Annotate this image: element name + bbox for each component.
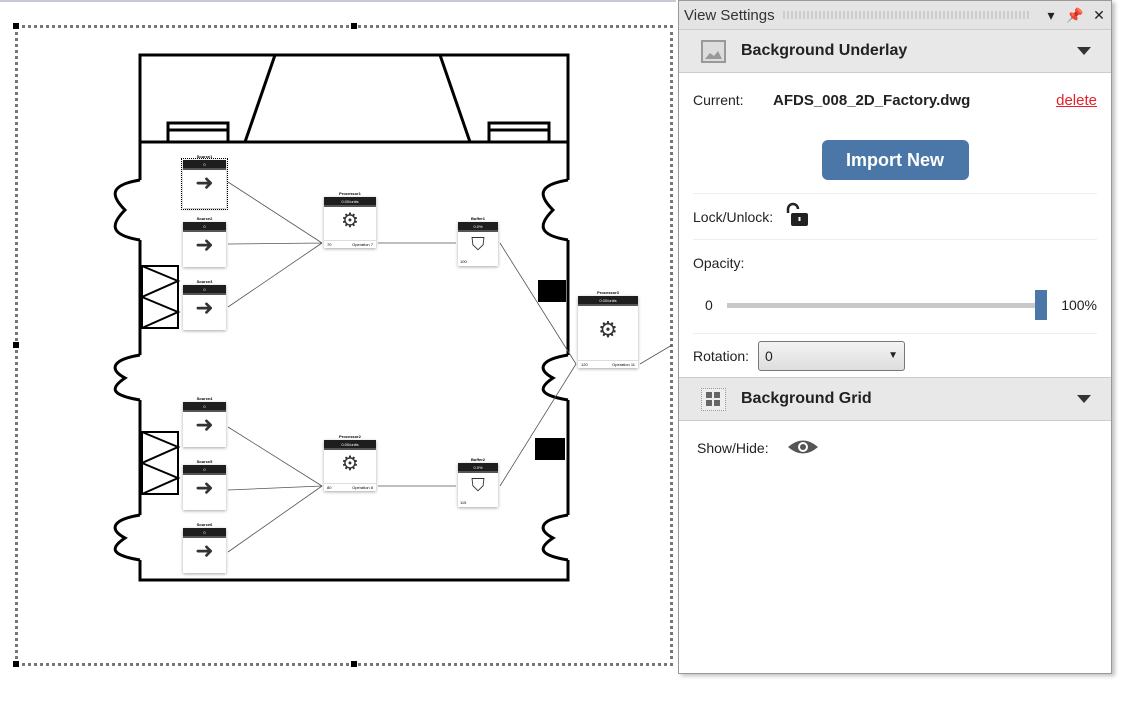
slider-thumb[interactable]: [1035, 290, 1048, 320]
node-fill: 0.0%: [458, 463, 498, 473]
background-grid-header[interactable]: Background Grid: [679, 377, 1111, 421]
arrow-right-icon: ➜: [195, 170, 214, 195]
rotation-select[interactable]: 0▼: [758, 340, 906, 371]
basket-icon: ⛉: [471, 475, 485, 495]
node-title: Source4: [196, 396, 213, 401]
node-count: 80: [327, 485, 332, 490]
node-title: Source5: [196, 459, 213, 464]
collapse-arrow-icon[interactable]: [1077, 47, 1091, 55]
node-rate: 0.00/units: [324, 197, 376, 207]
node-capacity: 100: [460, 259, 467, 264]
dropdown-icon[interactable]: ▾: [1047, 6, 1055, 23]
divider: [693, 333, 1097, 334]
node-value: 0: [183, 285, 226, 295]
eye-icon[interactable]: [787, 438, 819, 459]
section-title: Background Underlay: [741, 42, 908, 59]
close-icon[interactable]: ✕: [1093, 6, 1105, 23]
arrow-right-icon: ➜: [195, 538, 214, 563]
basket-icon: ⛉: [471, 234, 485, 254]
node-title: Buffer1: [470, 216, 485, 221]
factory-floor-plan: [113, 53, 673, 582]
node-rate: 0.00/units: [578, 296, 638, 306]
resize-handle[interactable]: [13, 23, 19, 29]
node-capacity: 115: [460, 500, 467, 505]
current-label: Current:: [693, 92, 744, 108]
node-value: 0: [183, 402, 226, 412]
node-operation: Operation 8: [352, 485, 373, 490]
image-icon: [701, 39, 726, 63]
node-title: Processor3: [597, 290, 619, 295]
arrow-right-icon: ➜: [195, 475, 214, 500]
node-value: 0: [183, 222, 226, 232]
current-file-name: AFDS_008_2D_Factory.dwg: [773, 91, 971, 109]
node-operation: Operation 7: [352, 242, 373, 247]
top-border: [0, 0, 676, 2]
arrow-right-icon: ➜: [195, 412, 214, 437]
opacity-label: Opacity:: [693, 254, 745, 271]
node-value: 0: [183, 465, 226, 475]
arrow-right-icon: ➜: [195, 232, 214, 257]
show-hide-label: Show/Hide:: [697, 440, 769, 456]
node-title: Buffer2: [470, 457, 485, 462]
node-title: Source2: [196, 216, 213, 221]
rotation-value: 0: [765, 347, 773, 364]
opacity-max: 100%: [1061, 297, 1097, 313]
lock-label: Lock/Unlock:: [693, 208, 774, 225]
gears-icon: ⚙: [598, 317, 618, 342]
drag-grip[interactable]: [782, 11, 1031, 19]
collapse-arrow-icon[interactable]: [1077, 395, 1091, 403]
opacity-min: 0: [705, 297, 713, 313]
resize-handle[interactable]: [351, 661, 357, 667]
panel-title: View Settings: [684, 6, 775, 24]
section-title: Background Grid: [741, 390, 872, 407]
divider: [693, 193, 1097, 194]
node-title: Processor1: [339, 191, 361, 196]
node-value: 0: [183, 160, 226, 170]
node-count: 70: [327, 242, 332, 247]
rotation-label: Rotation:: [693, 347, 750, 364]
node-title: Processor2: [339, 434, 361, 439]
node-title: Source6: [196, 522, 213, 527]
node-operation: Operation 11: [612, 362, 635, 367]
gears-icon: ⚙: [341, 453, 359, 475]
resize-handle[interactable]: [13, 342, 19, 348]
node-title: Source3: [196, 279, 213, 284]
resize-handle[interactable]: [13, 661, 19, 667]
node-count: 120: [581, 362, 588, 367]
resize-handle[interactable]: [351, 23, 357, 29]
unlock-icon[interactable]: [783, 202, 809, 231]
grid-icon: [701, 387, 726, 411]
panel-titlebar[interactable]: View Settings ▾ 📌 ✕: [679, 1, 1111, 29]
node-title: Source1: [196, 154, 213, 159]
import-new-button[interactable]: Import New: [821, 140, 969, 180]
view-settings-panel: View Settings ▾ 📌 ✕ Background Underlay …: [678, 0, 1112, 674]
gears-icon: ⚙: [341, 210, 359, 232]
node-fill: 0.0%: [458, 222, 498, 232]
background-underlay-header[interactable]: Background Underlay: [679, 29, 1111, 73]
delete-link[interactable]: delete: [1056, 91, 1097, 109]
node-value: 0: [183, 528, 226, 538]
arrow-right-icon: ➜: [195, 295, 214, 320]
node-rate: 0.00/units: [324, 440, 376, 450]
pin-icon[interactable]: 📌: [1066, 6, 1084, 23]
opacity-slider[interactable]: [726, 290, 1048, 320]
chevron-down-icon: ▼: [888, 350, 899, 361]
divider: [693, 239, 1097, 240]
